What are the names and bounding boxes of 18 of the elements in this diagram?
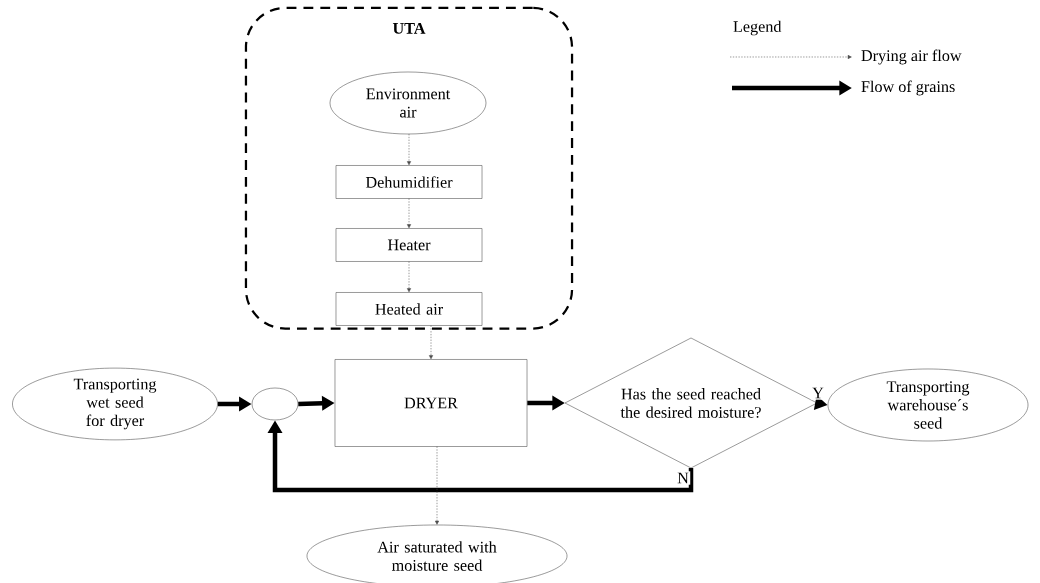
- arrow: [407, 198, 411, 229]
- ellipse-node: Transporting warehouse´s seed: [827, 368, 1029, 442]
- arrow: [435, 446, 439, 525]
- ellipse-node: Transporting wet seed for dryer: [12, 367, 218, 441]
- process-box: Heated air: [335, 292, 483, 326]
- edge-label: Y: [810, 386, 826, 400]
- process-box: DRYER: [334, 359, 528, 447]
- process-box: Dehumidifier: [335, 165, 483, 199]
- legend-text: Drying air flow: [861, 49, 962, 65]
- ellipse-node: Environment air: [329, 71, 487, 135]
- arrow: [407, 133, 411, 166]
- process-box: Heater: [335, 228, 483, 262]
- legend-title: Legend: [733, 20, 782, 36]
- legend-text: Flow of grains: [861, 80, 955, 96]
- circle-node: [251, 387, 299, 421]
- arrow: [429, 325, 433, 360]
- edge-label: N: [675, 471, 691, 485]
- arrow: [407, 261, 411, 293]
